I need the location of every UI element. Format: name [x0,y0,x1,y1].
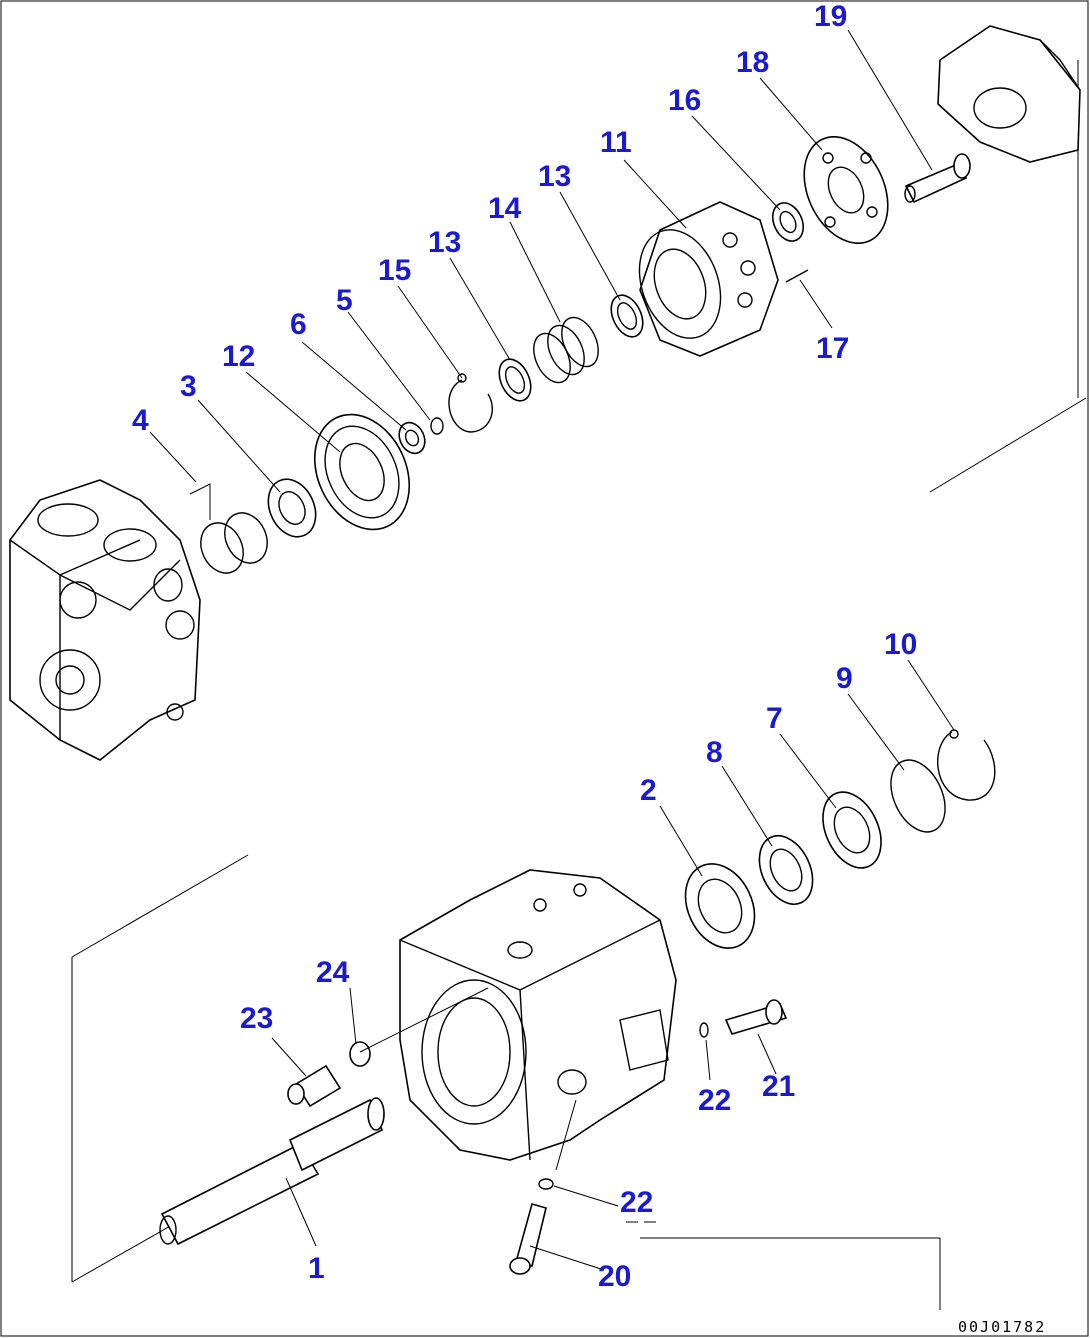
callout-4: 4 [132,404,149,437]
part-14-spring [533,316,599,384]
callout-8: 8 [706,736,723,769]
callout-7: 7 [766,702,783,735]
part-20-plug [509,1203,547,1275]
callout-22-lower: 22 [620,1186,653,1219]
callout-11: 11 [600,126,632,159]
part-19-shaft [904,153,971,204]
part-5-pin [430,417,444,435]
callout-21: 21 [762,1070,795,1103]
callout-24: 24 [316,956,350,989]
callout-20: 20 [598,1260,631,1293]
part-12-valve-plate [313,413,411,531]
part-24-spring [349,1041,371,1067]
part-6-bearing [398,421,426,455]
callout-14: 14 [488,192,522,225]
part-7-case [822,791,882,869]
rear-case-part [9,479,201,761]
part-1-drive-shaft [159,1097,385,1246]
part-21-fitting [724,999,788,1035]
callout-5: 5 [336,284,353,317]
cover-part [937,25,1081,163]
callout-9: 9 [836,662,853,695]
callout-17: 17 [816,332,849,365]
part-2-bearing [684,863,756,949]
callout-12: 12 [222,340,255,373]
part-3-bearing [267,478,317,538]
part-22-o-ring-upper [699,1022,709,1038]
callout-labels: 19 18 16 11 13 14 13 15 5 6 12 3 4 17 10… [132,0,917,1293]
callout-13b: 13 [428,226,461,259]
part-10-snap-ring [937,731,996,801]
part-4-o-rings [189,483,268,574]
callout-13a: 13 [538,160,571,193]
callout-6: 6 [290,308,307,341]
callout-23: 23 [240,1002,273,1035]
drawing-code: 00J01782 [958,1318,1046,1336]
callout-3: 3 [180,370,197,403]
callout-15: 15 [378,254,411,287]
callout-1: 1 [308,1252,325,1285]
part-15-snap-ring [448,379,493,433]
part-13-spacer-lower [498,358,532,402]
part-9-o-ring [890,759,946,833]
callout-16: 16 [668,84,701,117]
part-11-cylinder-block [638,201,779,357]
callout-19: 19 [814,0,847,33]
callout-10: 10 [884,628,917,661]
part-16-bearing [771,202,805,242]
part-22-o-ring-lower [538,1178,554,1190]
part-8-seal [758,835,814,905]
leader-lines [149,29,955,1271]
callout-2: 2 [640,774,657,807]
callout-22-upper: 22 [698,1084,731,1117]
part-23-piston [287,1064,342,1108]
part-18-plate [803,135,889,245]
callout-18: 18 [736,46,769,79]
part-17-pin [785,269,809,283]
main-housing-part [399,869,677,1161]
